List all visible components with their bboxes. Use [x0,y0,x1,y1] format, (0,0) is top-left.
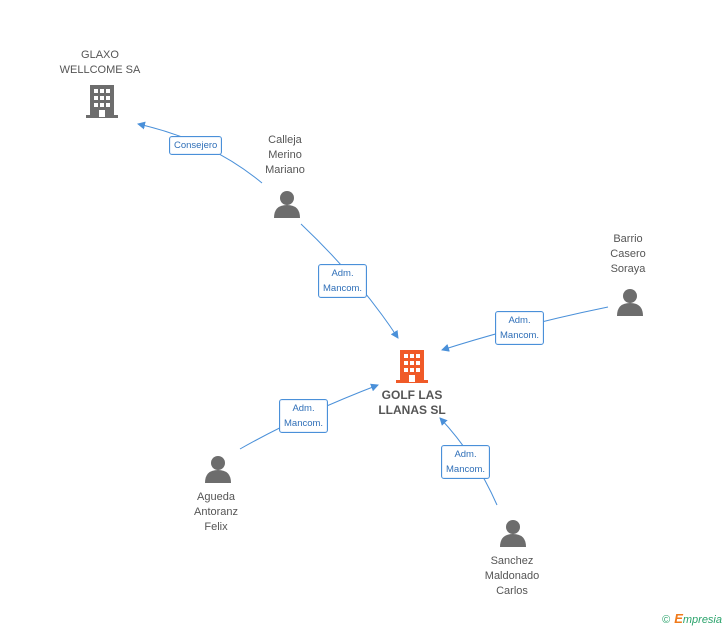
copyright-symbol: © [662,614,671,626]
brand-name: mpresia [682,614,722,626]
person-icon[interactable] [616,288,644,316]
node-label-barrio[interactable]: Barrio Casero Soraya [610,233,646,275]
person-icon[interactable] [499,519,527,547]
brand-initial: E [674,611,683,626]
building-icon[interactable] [396,348,428,384]
edge-label-consejero[interactable]: Consejero [169,136,223,155]
person-icon[interactable] [273,190,301,218]
edge-label-sanchez-golf[interactable]: Adm. Mancom. [441,445,491,479]
node-label-golf[interactable]: GOLF LAS LLANAS SL [378,388,446,417]
node-label-calleja[interactable]: Calleja Merino Mariano [265,134,305,176]
edge-label-calleja-golf[interactable]: Adm. Mancom. [318,264,368,298]
brand-watermark: ©Empresia [662,611,722,626]
node-label-agueda[interactable]: Agueda Antoranz Felix [193,491,239,533]
building-icon[interactable] [86,83,118,119]
edge-label-agueda-golf[interactable]: Adm. Mancom. [279,399,329,433]
node-label-glaxo[interactable]: GLAXO WELLCOME SA [59,49,141,76]
edge-label-barrio-golf[interactable]: Adm. Mancom. [495,311,545,345]
node-label-sanchez[interactable]: Sanchez Maldonado Carlos [484,555,540,597]
person-icon[interactable] [204,455,232,483]
